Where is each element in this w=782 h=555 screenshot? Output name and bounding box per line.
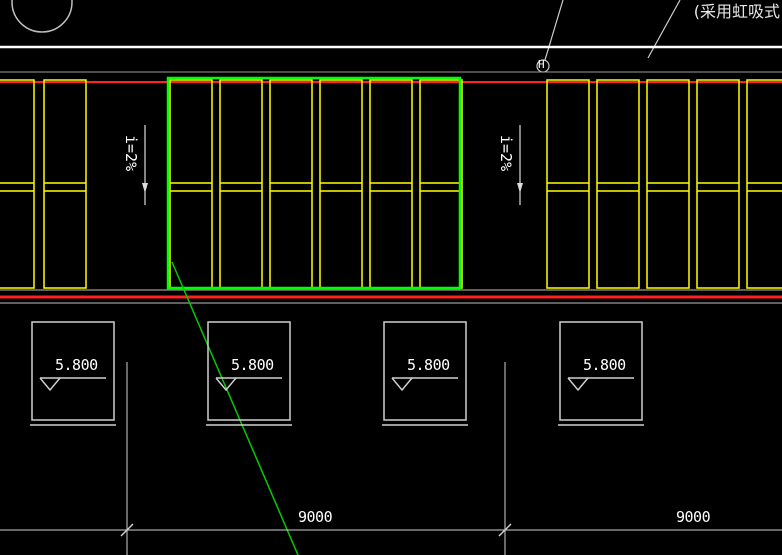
slope-label: i=2% <box>122 135 140 172</box>
skylight-panel <box>696 79 740 289</box>
top-annotation-note: (采用虹吸式 <box>693 2 780 21</box>
skylight-panel <box>746 79 782 289</box>
skylight-panel <box>0 79 35 289</box>
elevation-label: 5.800 <box>231 356 274 374</box>
dimension-label: 9000 <box>676 508 711 526</box>
skylight-panel <box>369 79 413 289</box>
skylight-panel <box>646 79 690 289</box>
dimension-tick <box>498 523 512 537</box>
column-box <box>31 321 115 421</box>
skylight-panels <box>0 79 782 289</box>
elevation-label: 5.800 <box>55 356 98 374</box>
selection-rectangle[interactable] <box>166 76 462 290</box>
grid-bubble-circle <box>11 0 73 33</box>
elevation-triangle <box>39 377 61 392</box>
elevation-triangle <box>215 377 237 392</box>
dimension-label: 9000 <box>298 508 333 526</box>
skylight-panel <box>546 79 590 289</box>
column-boxes <box>30 321 644 426</box>
leader-line <box>647 0 681 59</box>
skylight-panel <box>43 79 87 289</box>
elevation-label: 5.800 <box>583 356 626 374</box>
skylight-panel <box>169 79 213 289</box>
slope-label: i=2% <box>497 135 515 172</box>
column-box <box>207 321 291 421</box>
elevation-triangle <box>567 377 589 392</box>
skylight-panel <box>319 79 363 289</box>
skylight-panel <box>419 79 463 289</box>
skylight-panel <box>596 79 640 289</box>
skylight-panel <box>219 79 263 289</box>
leader-line <box>544 0 564 61</box>
skylight-panel <box>269 79 313 289</box>
column-box <box>559 321 643 421</box>
slope-arrow-head <box>142 183 148 193</box>
grid-marker-label: H <box>538 58 545 71</box>
selection-leader-line <box>171 261 299 555</box>
elevation-label: 5.800 <box>407 356 450 374</box>
dimension-tick <box>120 523 134 537</box>
column-box <box>383 321 467 421</box>
elevation-triangle <box>391 377 413 392</box>
slope-arrow-head <box>517 183 523 193</box>
